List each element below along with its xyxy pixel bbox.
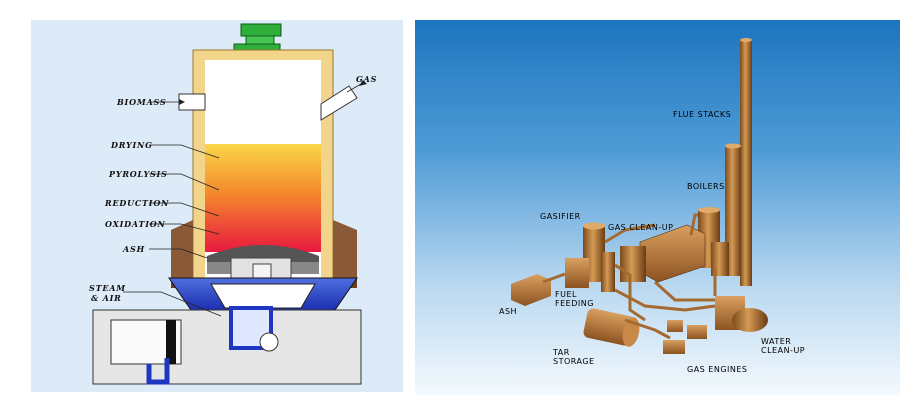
gasifier-unit bbox=[565, 222, 615, 292]
label-gas: GAS bbox=[356, 74, 378, 84]
label-ash: ASH bbox=[123, 244, 145, 254]
label-water: WATER bbox=[761, 337, 792, 346]
plant-drawing bbox=[511, 38, 768, 354]
gas-engines bbox=[663, 320, 707, 354]
label-storage: STORAGE bbox=[553, 357, 595, 366]
water-seal bbox=[168, 277, 358, 311]
foundation bbox=[92, 306, 362, 385]
label-tar: TAR bbox=[553, 348, 570, 357]
label-flue-stacks: FLUE STACKS bbox=[673, 110, 732, 119]
label-oxidation: OXIDATION bbox=[105, 219, 166, 229]
label-ash: ASH bbox=[499, 307, 518, 316]
piping bbox=[542, 213, 717, 340]
label-reduction: REDUCTION bbox=[105, 198, 170, 208]
label-gasifier: GASIFIER bbox=[540, 212, 581, 221]
flue-stacks bbox=[725, 38, 752, 286]
label-biomass: BIOMASS bbox=[117, 97, 167, 107]
plant-layout-panel: FLUE STACKS BOILERS GASIFIER GAS CLEAN-U… bbox=[415, 20, 900, 395]
gas-cleanup-unit bbox=[620, 224, 706, 283]
label-cleanup: CLEAN-UP bbox=[761, 346, 806, 355]
label-and-air: & AIR bbox=[91, 293, 122, 303]
label-gas-engines: GAS ENGINES bbox=[687, 365, 748, 374]
water-cleanup-unit bbox=[715, 296, 768, 332]
ash-bin bbox=[511, 274, 551, 306]
label-boilers: BOILERS bbox=[687, 182, 725, 191]
gasifier-cross-section-panel: BIOMASS GAS DRYING PYROLYSIS REDUCTION O… bbox=[31, 20, 403, 392]
reaction-zones bbox=[205, 144, 321, 252]
leader-lines bbox=[123, 83, 362, 317]
gasifier-drawing bbox=[92, 23, 367, 385]
label-drying: DRYING bbox=[111, 140, 153, 150]
label-gas-cleanup: GAS CLEAN-UP bbox=[608, 223, 674, 232]
label-feeding: FEEDING bbox=[555, 299, 594, 308]
label-fuel: FUEL bbox=[555, 290, 577, 299]
label-steam: STEAM bbox=[89, 283, 126, 293]
label-pyrolysis: PYROLYSIS bbox=[109, 169, 168, 179]
